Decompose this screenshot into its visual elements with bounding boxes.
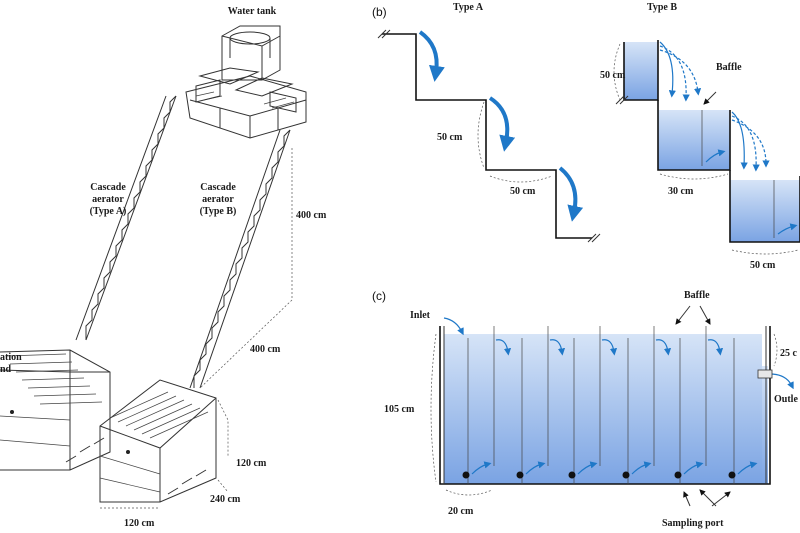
inlet-label: Inlet	[410, 310, 431, 321]
baffles	[462, 326, 758, 484]
height-105-label: 105 cm	[384, 404, 415, 415]
type-a-height-label: 50 cm	[437, 132, 463, 143]
sampling-port-label: Sampling port	[662, 518, 724, 529]
height-400-label: 400 cm	[296, 210, 327, 221]
panel-c-marker: (c)	[372, 289, 386, 303]
box-width-label: 120 cm	[124, 518, 155, 529]
type-a-length-label: 50 cm	[510, 186, 536, 197]
flow-arrow	[601, 339, 618, 356]
type-b-title: Type B	[647, 2, 677, 13]
sampling-port-dot	[516, 471, 524, 479]
outlet-label: Outle	[774, 394, 798, 405]
sampling-port-dot	[462, 471, 470, 479]
sampling-port-dot	[568, 471, 576, 479]
water-tank	[185, 25, 307, 139]
type-b-baffle-label: Baffle	[716, 62, 742, 73]
flow-arrow	[631, 461, 652, 475]
basin-left	[0, 349, 111, 471]
flow-arrow	[549, 339, 566, 356]
sampling-port-dot	[622, 471, 630, 479]
flow-arrow	[577, 461, 598, 475]
cascade-a	[75, 95, 177, 341]
flow-arrow	[683, 461, 704, 475]
type-a-title: Type A	[453, 2, 484, 13]
slope-400-label: 400 cm	[250, 344, 281, 355]
flow-arrow	[737, 461, 758, 475]
cascade-a-label-line3: (Type A)	[90, 206, 127, 217]
gap-25-label: 25 c	[780, 348, 798, 359]
panel-b-marker: (b)	[372, 5, 387, 19]
panel-b: (b) Type A Type B 50 cm 50 cm	[372, 2, 800, 271]
spacing-20-label: 20 cm	[448, 506, 474, 517]
box-length-label: 240 cm	[210, 494, 241, 505]
box-height-label: 120 cm	[236, 458, 267, 469]
water-tank-label: Water tank	[228, 6, 277, 17]
cascade-a-label-line2: aerator	[92, 194, 124, 205]
cascade-b-label-line3: (Type B)	[200, 206, 237, 217]
cascade-b	[189, 129, 291, 389]
cascade-a-label-line1: Cascade	[90, 182, 126, 193]
sampling-port-dot	[728, 471, 736, 479]
pond-label-line2: nd	[0, 364, 12, 375]
panel-c: (c) Inlet Baffle 105 cm 25 c Outle 20 cm…	[372, 289, 798, 529]
panel-a: Water tank Cascade aerator (Type A) Ca	[0, 6, 327, 529]
panel-c-baffle-label: Baffle	[684, 290, 710, 301]
flow-arrow	[707, 339, 724, 356]
type-b-width1-label: 30 cm	[668, 186, 694, 197]
pond-label-line1: ation	[0, 352, 22, 363]
type-b-tanks	[613, 40, 800, 255]
cascade-b-label-line1: Cascade	[200, 182, 236, 193]
flow-arrow	[495, 339, 512, 356]
cascade-b-label-line2: aerator	[202, 194, 234, 205]
flow-arrow	[655, 339, 672, 356]
flow-arrow	[471, 461, 492, 475]
flow-arrow	[525, 461, 546, 475]
type-b-width2-label: 50 cm	[750, 260, 776, 271]
basin-right	[99, 379, 217, 503]
sampling-port-dot	[674, 471, 682, 479]
type-b-height-label: 50 cm	[600, 70, 626, 81]
type-a-steps	[377, 29, 601, 243]
